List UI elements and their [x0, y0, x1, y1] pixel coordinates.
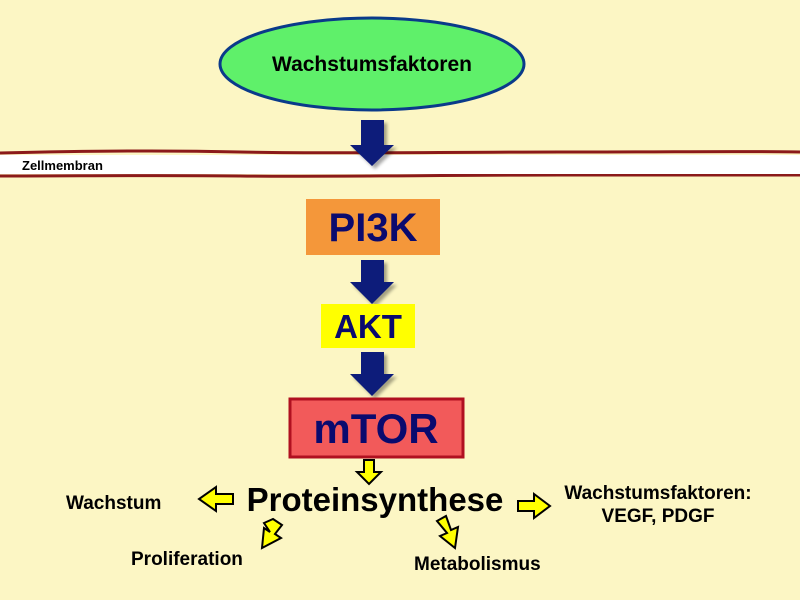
membrane-top-line	[0, 149, 800, 155]
pi3k-label: PI3K	[329, 206, 418, 250]
output-proliferation-label: Proliferation	[131, 549, 243, 570]
output-growth-factors-line2: VEGF, PDGF	[602, 506, 715, 527]
growth-factors-label: Wachstumsfaktoren	[272, 53, 472, 76]
arrow-to-proliferation	[260, 517, 284, 550]
arrow-growth-to-pi3k	[350, 120, 394, 166]
arrow-to-metabolism	[435, 514, 460, 550]
protein-synthesis-label: Proteinsynthese	[247, 481, 504, 518]
membrane-label: Zellmembran	[22, 158, 103, 173]
akt-box	[321, 304, 415, 348]
membrane-inner	[0, 155, 800, 174]
arrow-pi3k-to-akt	[350, 260, 394, 304]
mtor-box	[288, 397, 465, 459]
arrow-to-growth-factors-output	[517, 492, 552, 520]
arrow-akt-to-mtor	[350, 352, 394, 396]
arrow-mtor-to-protein	[354, 459, 384, 486]
output-metabolism-label: Metabolismus	[414, 554, 541, 575]
pi3k-box	[306, 199, 440, 255]
akt-label: AKT	[334, 308, 402, 345]
arrow-to-growth	[197, 485, 234, 513]
mtor-label: mTOR	[313, 405, 438, 452]
growth-factors-ellipse	[218, 16, 526, 112]
output-growth-factors-line1: Wachstumsfaktoren:	[564, 483, 751, 504]
membrane-bottom-line	[0, 173, 800, 178]
output-growth-label: Wachstum	[66, 493, 161, 514]
